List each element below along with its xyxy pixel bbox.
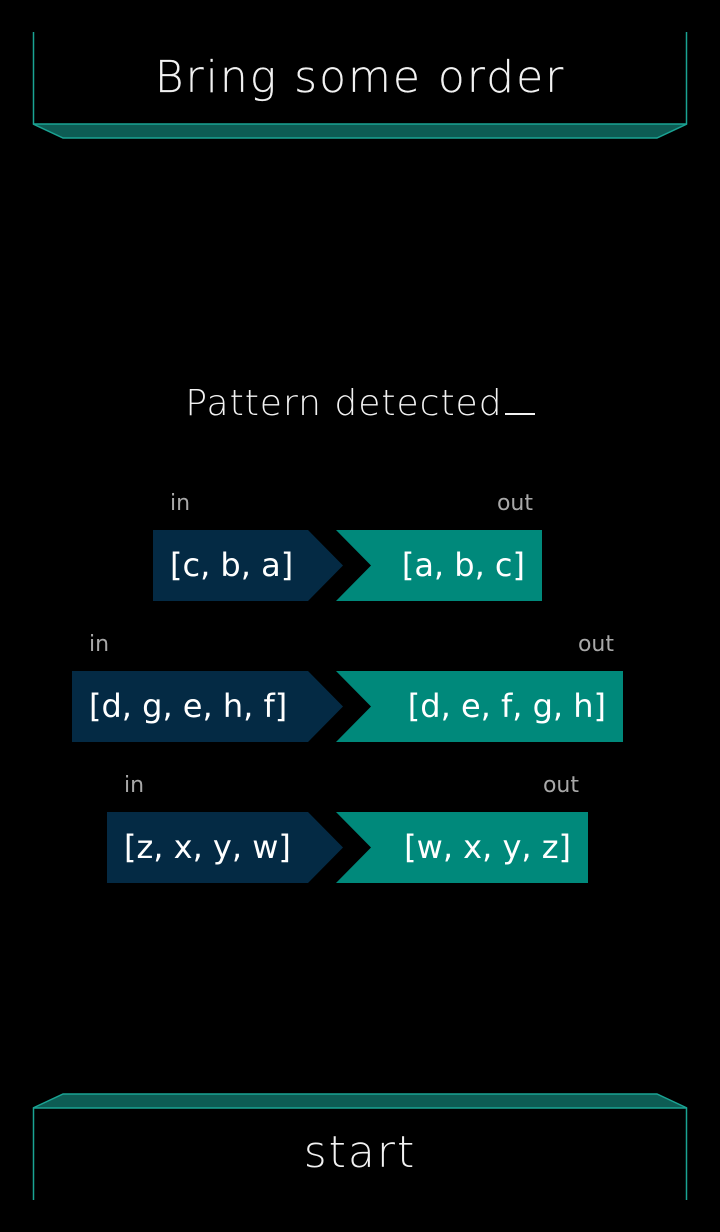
- pattern-detected-text: Pattern detected: [0, 378, 720, 430]
- title-frame: [32, 32, 688, 139]
- output-value: [w, x, y, z]: [404, 828, 571, 866]
- example-arrows: [107, 812, 588, 883]
- input-box: [107, 812, 343, 883]
- output-box: [336, 812, 588, 883]
- out-label: out: [577, 632, 614, 657]
- input-value: [c, b, a]: [170, 546, 294, 584]
- example-arrows: [72, 671, 623, 742]
- in-label: in: [89, 632, 110, 657]
- example-pair: in out [c, b, a] [a, b, c]: [153, 491, 542, 601]
- out-label: out: [542, 773, 579, 798]
- input-value: [z, x, y, w]: [124, 828, 291, 866]
- input-box: [72, 671, 343, 742]
- example-arrows: [153, 530, 542, 601]
- text-cursor: [504, 413, 535, 415]
- output-value: [d, e, f, g, h]: [407, 687, 606, 725]
- example-pair: in out [z, x, y, w] [w, x, y, z]: [107, 773, 588, 883]
- output-box: [336, 530, 542, 601]
- output-box: [336, 671, 623, 742]
- example-pair: in out [d, g, e, h, f] [d, e, f, g, h]: [72, 632, 623, 742]
- in-label: in: [124, 773, 145, 798]
- start-button[interactable]: start: [303, 1127, 417, 1178]
- page-title: Bring some order: [154, 52, 566, 103]
- out-label: out: [496, 491, 533, 516]
- output-value: [a, b, c]: [401, 546, 525, 584]
- in-label: in: [170, 491, 191, 516]
- pattern-detected-label: Pattern detected: [185, 383, 503, 424]
- input-box: [153, 530, 343, 601]
- input-value: [d, g, e, h, f]: [89, 687, 288, 725]
